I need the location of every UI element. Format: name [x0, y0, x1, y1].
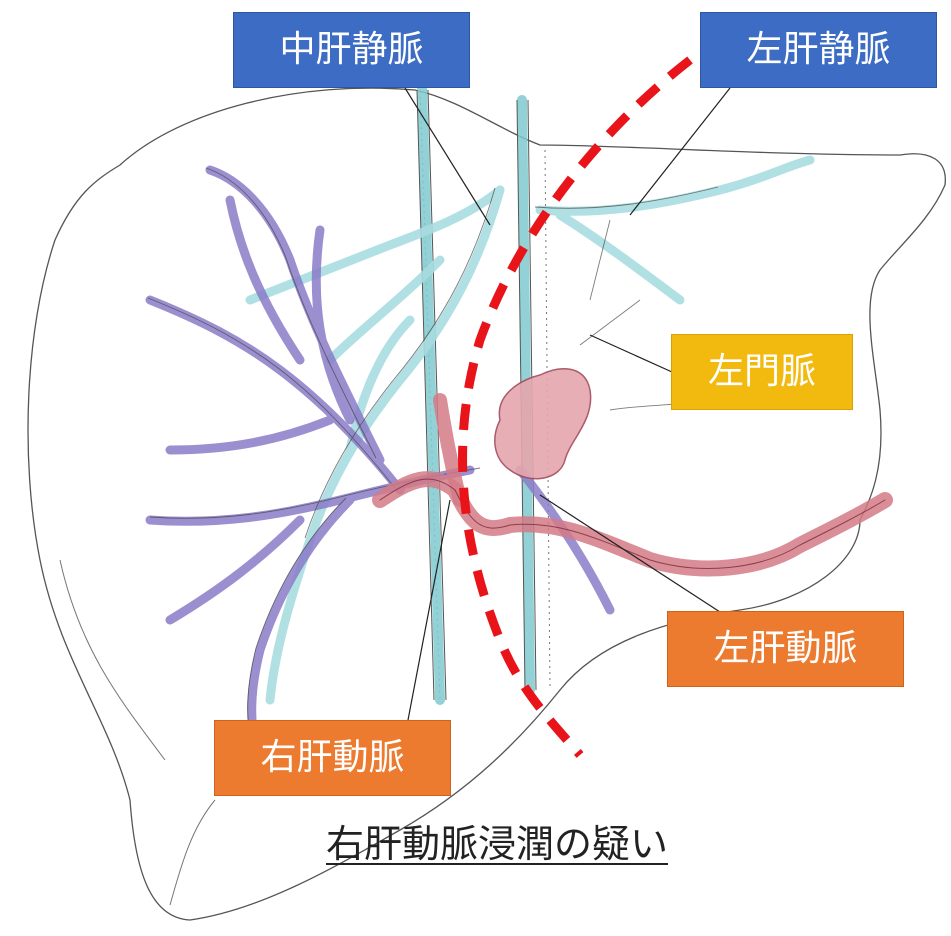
- leader-line-left-hepatic-artery: [539, 494, 721, 613]
- hepatic-artery: [372, 393, 893, 577]
- liver-inner-contour: [59, 559, 216, 906]
- label-right-hepatic-artery: 右肝動脈: [214, 720, 451, 796]
- leader-line-right-hepatic-artery: [407, 499, 451, 721]
- resection-line: [458, 56, 693, 758]
- label-left-hepatic-artery: 左肝動脈: [667, 611, 904, 687]
- caption: 右肝動脈浸潤の疑い: [325, 822, 668, 866]
- label-left-portal-vein: 左門脈: [671, 334, 853, 410]
- tumor: [494, 368, 592, 480]
- portal-veins: [145, 165, 615, 745]
- label-middle-hepatic-vein: 中肝静脈: [233, 12, 470, 88]
- leader-line-left-hepatic-vein: [629, 87, 731, 216]
- hepatic-veins: [245, 155, 815, 705]
- leader-line-middle-hepatic-vein: [404, 87, 491, 226]
- label-left-hepatic-vein: 左肝静脈: [700, 12, 937, 88]
- liver-outline: [27, 87, 946, 921]
- leader-line-left-portal-vein: [589, 334, 673, 373]
